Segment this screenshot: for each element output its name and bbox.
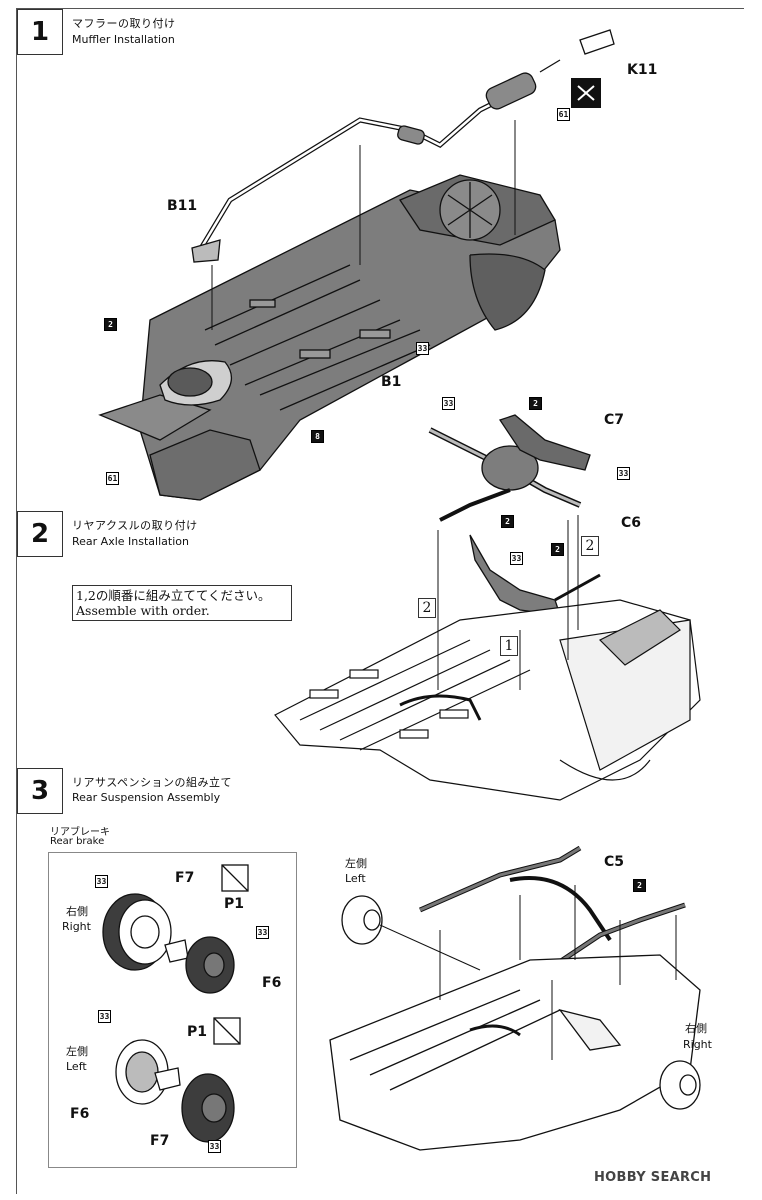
suspension-left-label-jp: 左側 xyxy=(345,857,367,870)
order-mark: 1 xyxy=(500,636,518,656)
step-1-title-jp: マフラーの取り付け xyxy=(72,17,176,30)
color-badge: 2 xyxy=(551,543,564,556)
part-label-c6: C6 xyxy=(621,515,642,531)
color-badge: 2 xyxy=(633,879,646,892)
note-en: Assemble with order. xyxy=(76,603,210,618)
step1-caution-mark xyxy=(571,78,601,108)
page-border-left xyxy=(16,8,17,1194)
color-badge: 2 xyxy=(529,397,542,410)
color-badge: 33 xyxy=(256,926,269,939)
brake-right-label-jp: 右側 xyxy=(66,905,88,918)
part-label-c5: C5 xyxy=(604,854,625,870)
part-label-p1: P1 xyxy=(187,1024,208,1040)
part-label-k11: K11 xyxy=(627,62,658,78)
color-badge: 2 xyxy=(104,318,117,331)
color-badge: 33 xyxy=(416,342,429,355)
color-badge: 2 xyxy=(501,515,514,528)
step-2-number: 2 xyxy=(17,511,63,557)
color-badge: 61 xyxy=(557,108,570,121)
part-label-c7: C7 xyxy=(604,412,625,428)
color-badge: 33 xyxy=(95,875,108,888)
suspension-left-label-en: Left xyxy=(345,872,366,885)
suspension-right-label-en: Right xyxy=(683,1038,712,1051)
step1-chassis-drawing xyxy=(98,174,561,501)
part-label-b1: B1 xyxy=(381,374,402,390)
step3-guide-lines xyxy=(379,885,677,1060)
color-badge: 61 xyxy=(106,472,119,485)
color-badge: 33 xyxy=(208,1140,221,1153)
color-badge: 33 xyxy=(510,552,523,565)
rear-brake-label-en: Rear brake xyxy=(50,836,105,847)
rear-brake-detail-frame xyxy=(48,852,297,1168)
brake-left-label-en: Left xyxy=(66,1060,87,1073)
step3-brake-drawings xyxy=(102,864,249,1143)
step-2-title-en: Rear Axle Installation xyxy=(72,535,189,548)
part-label-b11: B11 xyxy=(167,198,198,214)
part-label-f6: F6 xyxy=(70,1106,90,1122)
step-3-title-jp: リアサスペンションの組み立て xyxy=(72,776,233,789)
step-1-number: 1 xyxy=(17,9,63,55)
order-mark: 2 xyxy=(418,598,436,618)
watermark: HOBBY SEARCH xyxy=(594,1170,712,1185)
assembly-order-note: 1,2の順番に組み立ててください。 Assemble with order. xyxy=(72,585,292,621)
part-label-f7: F7 xyxy=(175,870,195,886)
brake-left-label-jp: 左側 xyxy=(66,1045,88,1058)
order-mark: 2 xyxy=(581,536,599,556)
step1-guide-lines xyxy=(211,120,516,330)
part-label-f6: F6 xyxy=(262,975,282,991)
step2-chassis-drawing xyxy=(274,599,701,801)
step3-suspension-drawing xyxy=(329,845,701,1151)
step-3-number: 3 xyxy=(17,768,63,814)
part-label-f7: F7 xyxy=(150,1133,170,1149)
step-3-title-en: Rear Suspension Assembly xyxy=(72,791,221,804)
step-2-title-jp: リヤアクスルの取り付け xyxy=(72,519,198,532)
color-badge: 33 xyxy=(617,467,630,480)
color-badge: 33 xyxy=(442,397,455,410)
step2-axle-drawing xyxy=(428,414,601,616)
part-label-p1: P1 xyxy=(224,896,245,912)
brake-right-label-en: Right xyxy=(62,920,91,933)
step2-guide-lines xyxy=(437,515,579,690)
color-badge: 33 xyxy=(98,1010,111,1023)
rear-brake-label-jp: リアブレーキ xyxy=(50,827,110,838)
color-badge: 8 xyxy=(311,430,324,443)
note-jp: 1,2の順番に組み立ててください。 xyxy=(76,588,271,603)
step-1-title-en: Muffler Installation xyxy=(72,33,175,46)
step1-muffler-pipe xyxy=(191,29,615,263)
suspension-right-label-jp: 右側 xyxy=(685,1022,707,1035)
page-border-top xyxy=(16,8,744,9)
